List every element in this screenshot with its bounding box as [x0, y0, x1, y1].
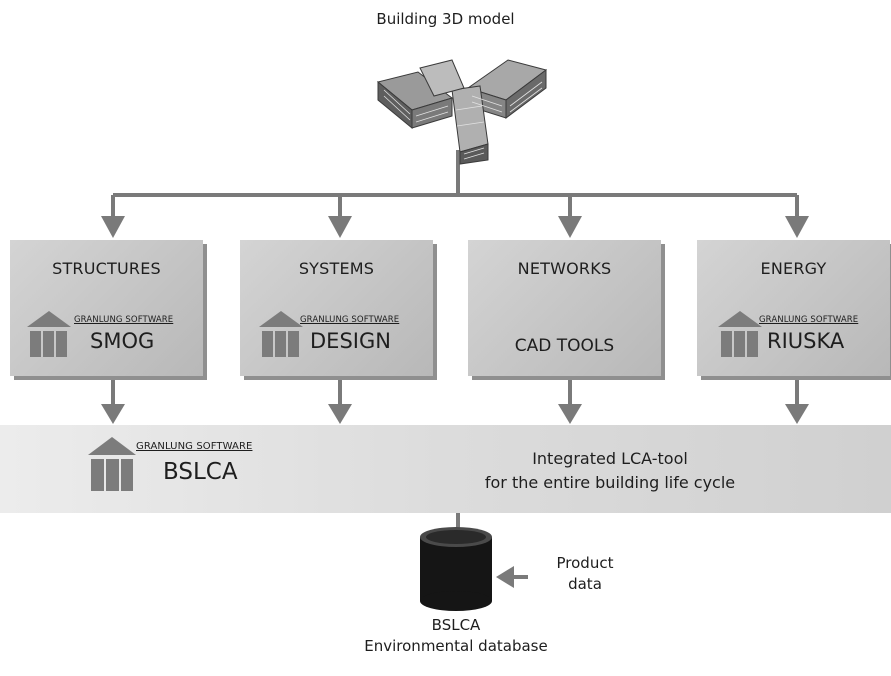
building-3d-model-icon — [376, 59, 548, 165]
granlung-logo-icon — [718, 309, 762, 357]
granlung-logo-icon — [27, 309, 71, 357]
box-title: STRUCTURES — [52, 259, 161, 278]
networks-box: NETWORKS CAD TOOLS — [468, 240, 661, 376]
product-name: SMOG — [90, 329, 155, 353]
brand-label: GRANLUNG SOFTWARE — [759, 315, 859, 325]
energy-box: ENERGY GRANLUNG SOFTWARE RIUSKA — [697, 240, 890, 376]
box-title: SYSTEMS — [298, 259, 375, 278]
arrow-head — [558, 216, 582, 238]
database-name: BSLCA — [431, 616, 481, 634]
structures-box: STRUCTURES GRANLUNG SOFTWARE SMOG — [10, 240, 203, 376]
box-title: ENERGY — [760, 259, 827, 278]
arrow-head — [328, 404, 352, 424]
brand-label: GRANLUNG SOFTWARE — [300, 315, 400, 325]
database-label: BSLCA Environmental database — [330, 615, 582, 657]
database-description: Environmental database — [364, 637, 548, 655]
product-name: RIUSKA — [767, 329, 845, 353]
granlung-logo-icon — [88, 435, 136, 491]
integration-description: Integrated LCA-tool for the entire build… — [410, 447, 810, 495]
model-title: Building 3D model — [376, 10, 515, 28]
arrow-head — [558, 404, 582, 424]
box-title: NETWORKS — [517, 259, 612, 278]
arrow-head — [101, 404, 125, 424]
arrow-head — [328, 216, 352, 238]
integration-line-2: for the entire building life cycle — [484, 473, 736, 492]
arrow-head — [785, 216, 809, 238]
brand-label: GRANLUNG SOFTWARE — [136, 441, 253, 452]
brand-label: GRANLUNG SOFTWARE — [74, 315, 174, 325]
box-tool: CAD TOOLS — [514, 336, 615, 356]
arrow-head — [496, 566, 514, 588]
arrow-head — [101, 216, 125, 238]
database-cylinder-icon — [420, 527, 492, 611]
product-data-line-2: data — [568, 575, 602, 593]
integration-line-1: Integrated LCA-tool — [532, 449, 688, 468]
granlung-logo-icon — [259, 309, 303, 357]
product-data-line-1: Product — [556, 554, 614, 572]
product-name: DESIGN — [310, 329, 391, 353]
integration-band: GRANLUNG SOFTWARE BSLCA Integrated LCA-t… — [0, 425, 891, 513]
systems-box: SYSTEMS GRANLUNG SOFTWARE DESIGN — [240, 240, 433, 376]
product-data-label: Product data — [535, 553, 635, 595]
product-name: BSLCA — [163, 459, 238, 485]
arrow-head — [785, 404, 809, 424]
